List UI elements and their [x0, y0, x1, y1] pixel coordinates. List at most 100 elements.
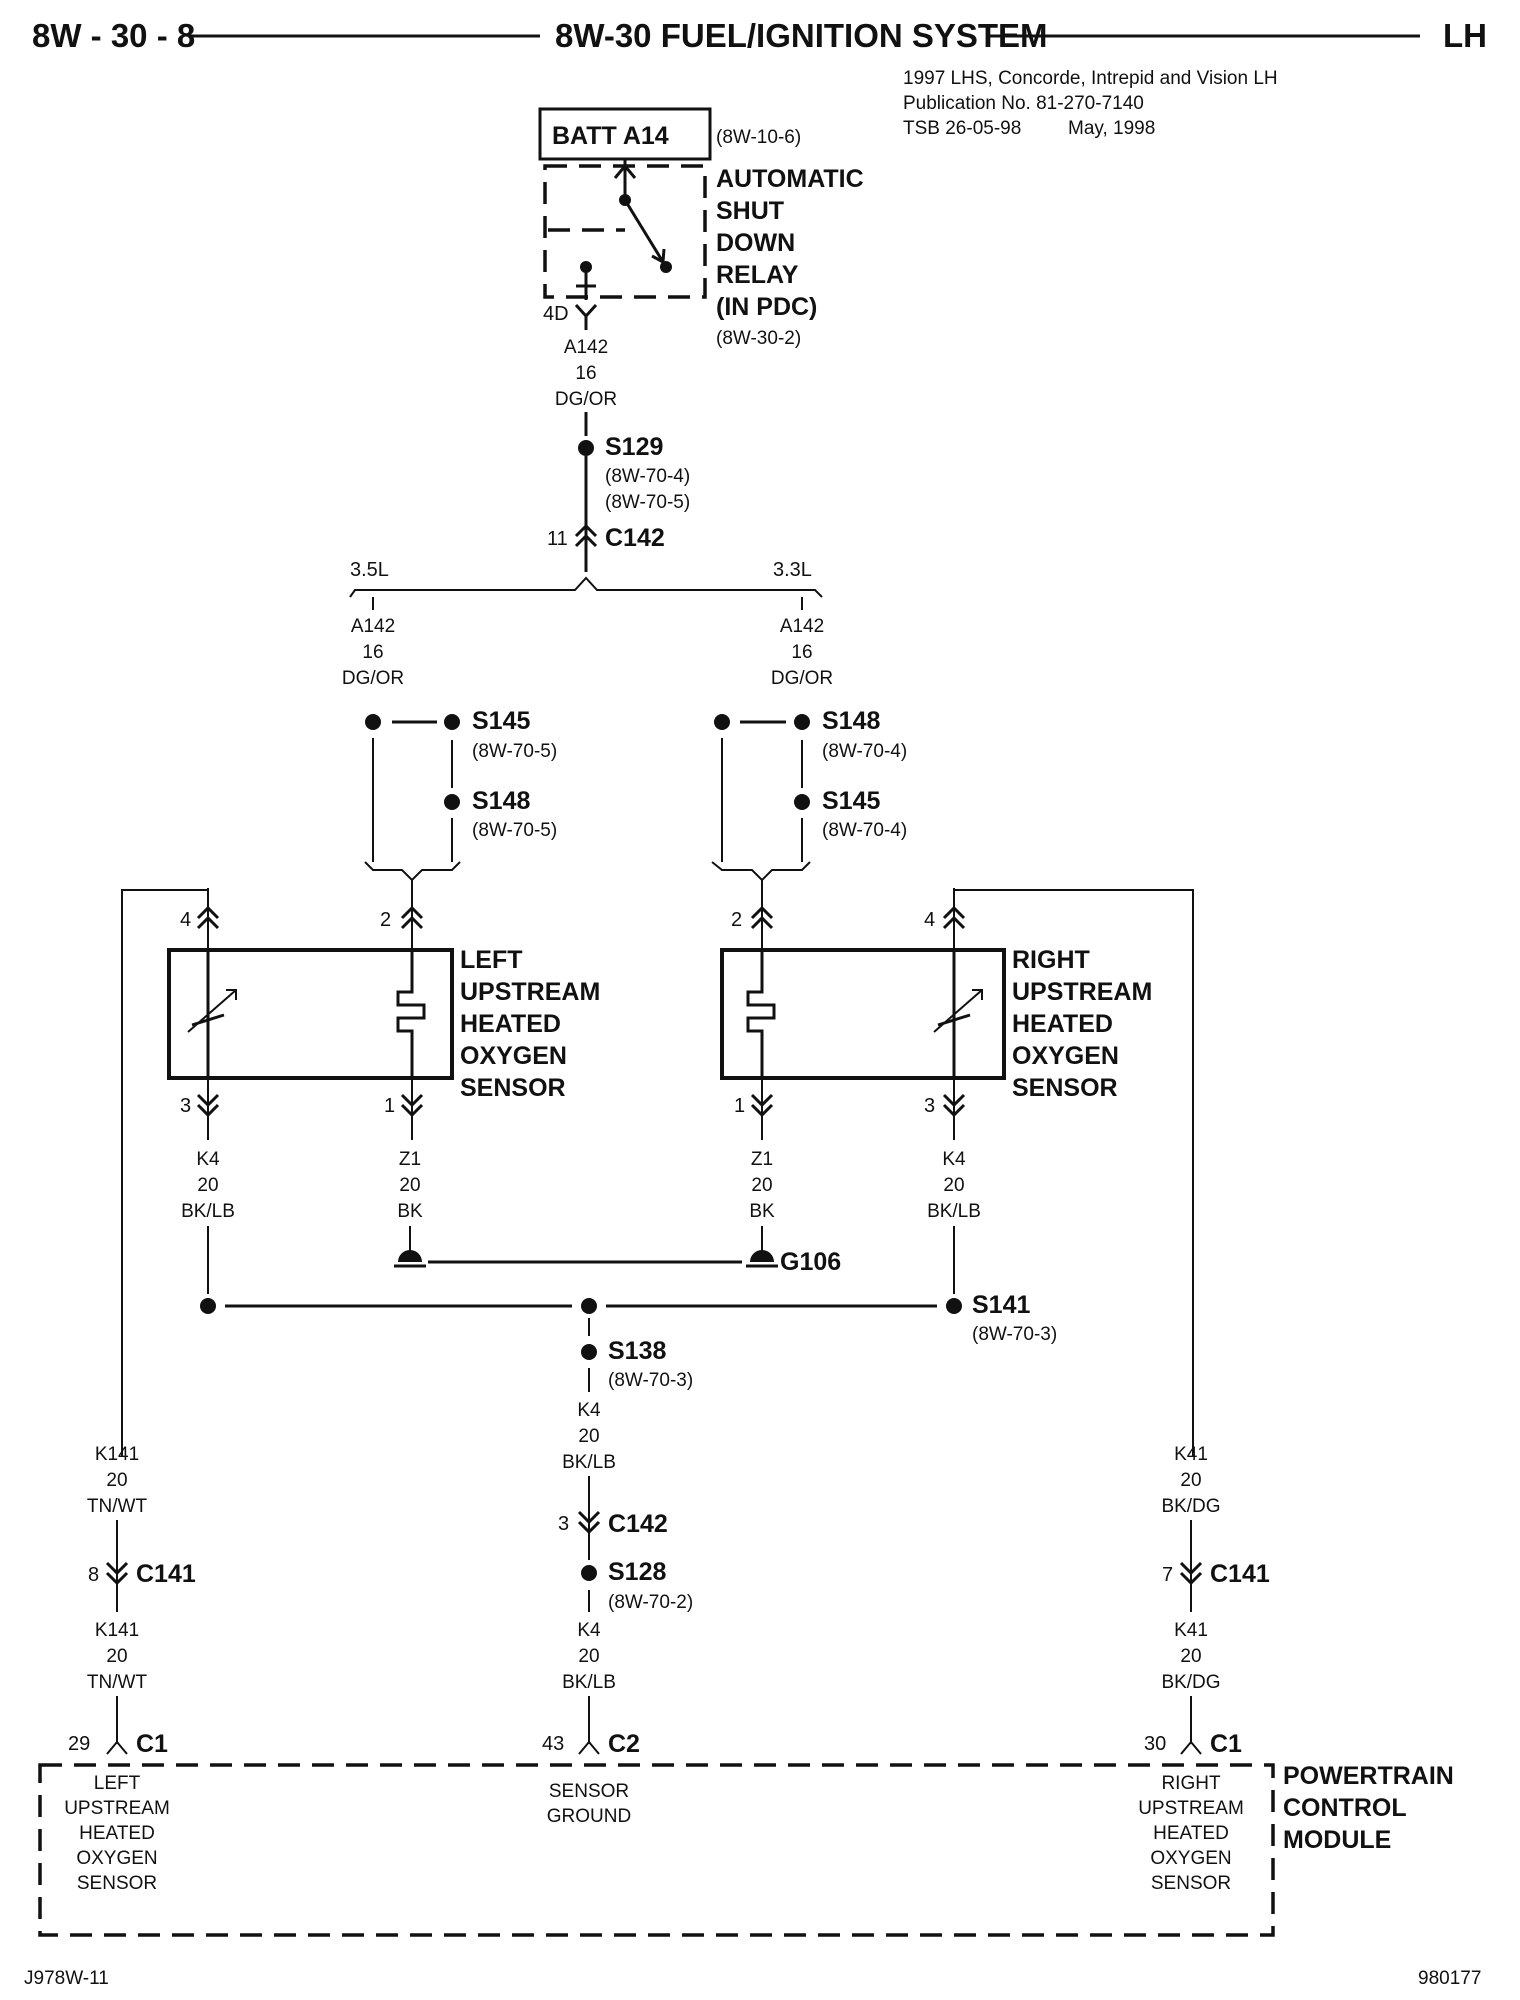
right-k41-circuit-2: K41	[1174, 1620, 1208, 1641]
s129-ref-2: (8W-70-5)	[605, 492, 690, 513]
right-pin-3: 3	[924, 1095, 935, 1117]
left-pin-4: 4	[180, 909, 191, 931]
right-sensor-label-3: HEATED	[1012, 1010, 1113, 1038]
c141-left-chevron-1	[105, 1561, 129, 1576]
right-k41-route	[953, 888, 1194, 1456]
c141-right-label: C141	[1210, 1560, 1270, 1588]
right-pin4-chevron-2	[942, 915, 966, 930]
left-splice-a-ref: (8W-70-5)	[472, 741, 557, 762]
c141-left-label: C141	[136, 1560, 196, 1588]
right-pin-2: 2	[731, 909, 742, 931]
left-k141-circuit-2: K141	[95, 1620, 139, 1641]
publication-tsb: TSB 26-05-98	[903, 118, 1021, 139]
left-heater-element	[396, 950, 426, 1078]
left-sensor-label-3: HEATED	[460, 1010, 561, 1038]
ground-label: G106	[780, 1248, 841, 1276]
c142-center-chevron-1	[577, 1510, 601, 1525]
right-k4-color: BK/LB	[927, 1201, 981, 1222]
left-k141-route	[121, 888, 209, 1456]
pcm-c1-left-label: C1	[136, 1730, 168, 1758]
left-resistor-arrow	[187, 989, 237, 1033]
splice-s148-left	[444, 794, 460, 810]
left-sensor-label-4: OXYGEN	[460, 1042, 567, 1070]
bus-left-dot	[200, 1298, 216, 1314]
pcm-left-label-1: LEFT	[94, 1773, 141, 1794]
c142-center-pin: 3	[558, 1513, 569, 1535]
relay-ref: (8W-30-2)	[716, 328, 801, 349]
right-z1-gauge: 20	[751, 1175, 772, 1196]
sensor-ground-bus: S141 (8W-70-3) S138 (8W-70-3) K4 20 BK/L…	[200, 1226, 1057, 1758]
left-pin4-chevron-1	[196, 905, 220, 920]
left-k141-color-2: TN/WT	[87, 1672, 148, 1693]
relay-contact	[660, 261, 672, 273]
c141-left-chevron-2	[105, 1571, 129, 1586]
right-sensor-label-1: RIGHT	[1012, 946, 1090, 974]
left-z1-gauge: 20	[399, 1175, 420, 1196]
right-sensor-label-5: SENSOR	[1012, 1074, 1118, 1102]
pcm-left-label-4: OXYGEN	[76, 1848, 157, 1869]
right-pin-4: 4	[924, 909, 935, 931]
right-pin1-chevron-1	[750, 1093, 774, 1108]
s141-ref: (8W-70-3)	[972, 1324, 1057, 1345]
relay-label-2: SHUT	[716, 197, 784, 225]
engine-right-label: 3.3L	[773, 559, 812, 581]
left-pin-2: 2	[380, 909, 391, 931]
s128-ref: (8W-70-2)	[608, 1592, 693, 1613]
pcm-center-label-2: GROUND	[547, 1806, 631, 1827]
pcm-c1-right-symbol	[1180, 1740, 1202, 1755]
powertrain-control-module: POWERTRAIN CONTROL MODULE LEFT UPSTREAM …	[38, 1762, 1454, 1937]
right-branch-dot	[714, 714, 730, 730]
left-pin-3: 3	[180, 1095, 191, 1117]
pcm-right-label-3: HEATED	[1153, 1823, 1229, 1844]
c142-top-label: C142	[605, 524, 665, 552]
right-k41-color-2: BK/DG	[1161, 1672, 1220, 1693]
right-feed-branch: A142 16 DG/OR S148 (8W-70-4) S145 (8W-70…	[711, 597, 907, 882]
feed-wire-gauge: 16	[575, 363, 596, 384]
left-branch-color: DG/OR	[342, 668, 404, 689]
header-section: LH	[1443, 17, 1487, 54]
pcm-label-1: POWERTRAIN	[1283, 1762, 1454, 1790]
left-pin3-chevron-1	[196, 1093, 220, 1108]
right-sensor-label-2: UPSTREAM	[1012, 978, 1152, 1006]
left-ground-symbol	[398, 1250, 422, 1262]
right-splice-a-ref: (8W-70-4)	[822, 741, 907, 762]
left-k141-gauge-2: 20	[106, 1646, 127, 1667]
footer-figure-number: 980177	[1418, 1968, 1481, 1989]
right-pcm-wire: K41 20 BK/DG 7 C141 K41 20 BK/DG 30 C1	[953, 888, 1270, 1758]
left-k141-color: TN/WT	[87, 1496, 148, 1517]
left-sensor-label-2: UPSTREAM	[460, 978, 600, 1006]
pcm-c1-left-symbol	[106, 1740, 128, 1755]
s129-label: S129	[605, 433, 663, 461]
right-pin1-chevron-2	[750, 1103, 774, 1118]
right-splice-a-label: S148	[822, 707, 880, 735]
right-resistor-arrow	[933, 989, 983, 1033]
right-pin3-chevron-1	[942, 1093, 966, 1108]
publication-number: Publication No. 81-270-7140	[903, 93, 1144, 114]
left-branch-gauge: 16	[362, 642, 383, 663]
left-k4-circuit: K4	[196, 1149, 220, 1170]
engine-left-label: 3.5L	[350, 559, 389, 581]
center-circuit: K4	[577, 1400, 601, 1421]
relay-switch-arm	[623, 199, 665, 263]
c142-top-chevron-2	[574, 533, 598, 548]
left-splice-b-label: S148	[472, 787, 530, 815]
bus-center-dot	[581, 1298, 597, 1314]
pcm-right-label-2: UPSTREAM	[1138, 1798, 1244, 1819]
right-pin2-chevron-2	[750, 915, 774, 930]
left-sensor-label-1: LEFT	[460, 946, 523, 974]
feed-wire-circuit: A142	[564, 337, 608, 358]
left-splice-b-ref: (8W-70-5)	[472, 820, 557, 841]
engine-split: 3.5L 3.3L	[349, 559, 823, 598]
publication-vehicles: 1997 LHS, Concorde, Intrepid and Vision …	[903, 68, 1278, 89]
left-feed-branch: A142 16 DG/OR S145 (8W-70-5) S148 (8W-70…	[342, 597, 557, 882]
s138-label: S138	[608, 1337, 666, 1365]
left-branch-bracket	[364, 861, 461, 882]
right-o2-sensor: 2 4 RIGHT UPSTREAM HEATED OXYGEN SENSOR …	[720, 880, 1152, 1222]
left-pin-1: 1	[384, 1095, 395, 1117]
right-k41-circuit: K41	[1174, 1444, 1208, 1465]
right-branch-bracket	[711, 861, 811, 882]
s128-label: S128	[608, 1558, 666, 1586]
left-pin2-chevron-1	[400, 905, 424, 920]
left-splice-a-label: S145	[472, 707, 530, 735]
